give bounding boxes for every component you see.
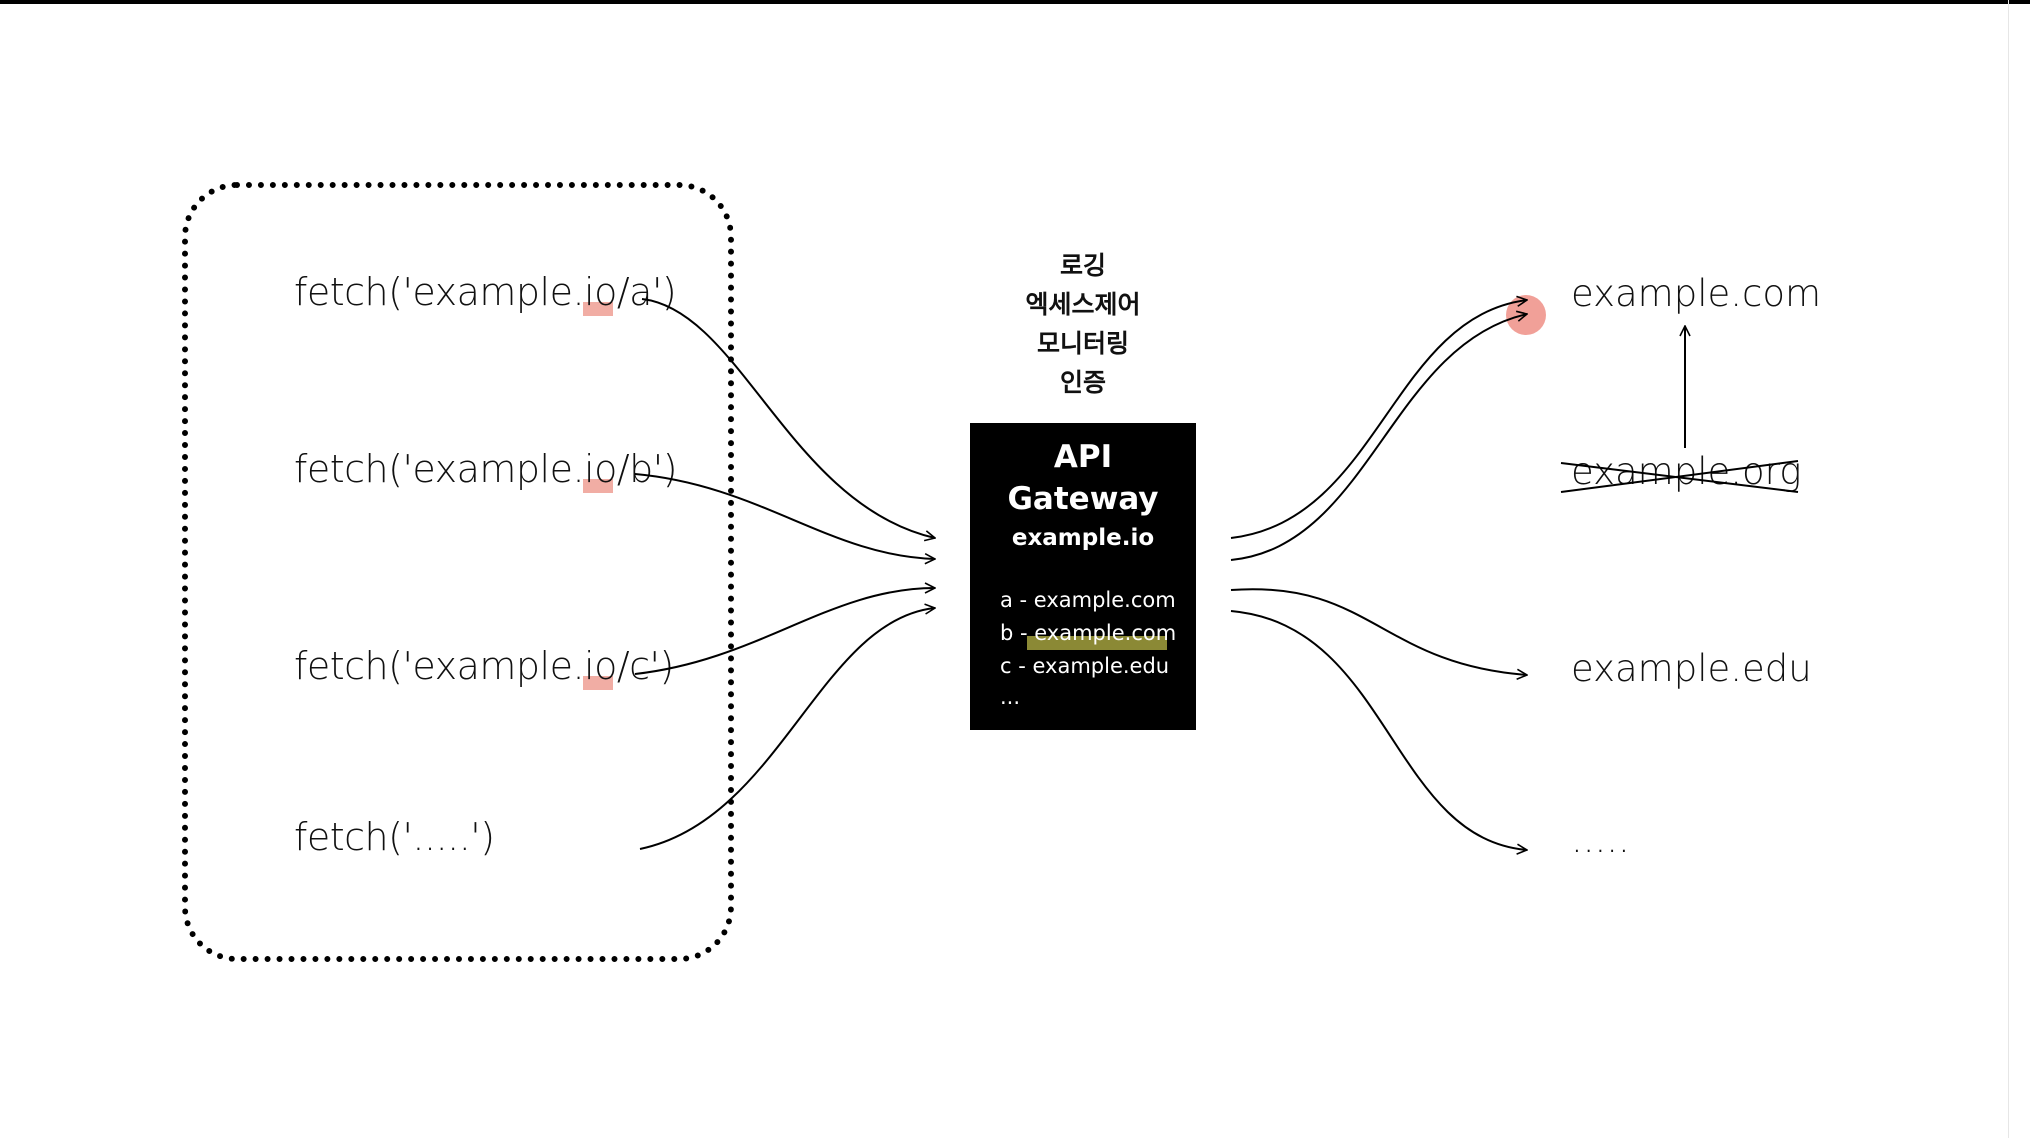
target-example-com: example.com [1571,272,1822,315]
right-edge [2008,0,2009,1138]
feature-auth: 인증 [1059,368,1106,397]
gateway-title-line1: API [1053,439,1113,475]
feature-monitoring: 모니터링 [1036,329,1129,358]
route-a: a - example.com [1000,588,1176,612]
feature-access-control: 엑세스제어 [1025,290,1141,319]
fetch-more-label: fetch('.....') [294,815,495,859]
highlight-c [583,676,613,690]
route-more: ... [1000,685,1021,709]
arrow-b-to-gateway [634,473,935,559]
arrow-a-to-gateway [641,298,935,538]
gateway-domain: example.io [1011,525,1155,551]
strike-line-2 [1560,460,1799,493]
gateway-features: 로깅 엑세스제어 모니터링 인증 [983,246,1183,402]
arrow-gateway-to-more [1230,610,1527,850]
route-c: c - example.edu [1000,654,1170,678]
api-gateway-box: API Gateway example.io a - example.com b… [970,423,1196,730]
target-example-edu: example.edu [1571,647,1812,690]
highlight-b [583,479,613,493]
top-border [0,0,2030,4]
arrow-gateway-to-com-2 [1230,314,1527,561]
route-b: b - example.com [1000,621,1177,645]
route-b-highlight [1027,636,1167,650]
arrow-gateway-to-edu [1230,588,1527,675]
feature-logging: 로깅 [1059,251,1106,280]
target-more: ..... [1571,818,1630,861]
arrow-c-to-gateway [634,588,935,675]
arrow-gateway-to-com-1 [1230,300,1527,539]
fetch-c-label: fetch('example.io/c') [294,644,674,688]
fetch-b-label: fetch('example.io/b') [294,447,678,491]
client-group-box [182,182,734,962]
gateway-title-line2: Gateway [1007,481,1159,517]
fetch-a-label: fetch('example.io/a') [294,270,677,314]
highlight-a [583,302,613,316]
arrow-more-to-gateway [639,608,935,850]
